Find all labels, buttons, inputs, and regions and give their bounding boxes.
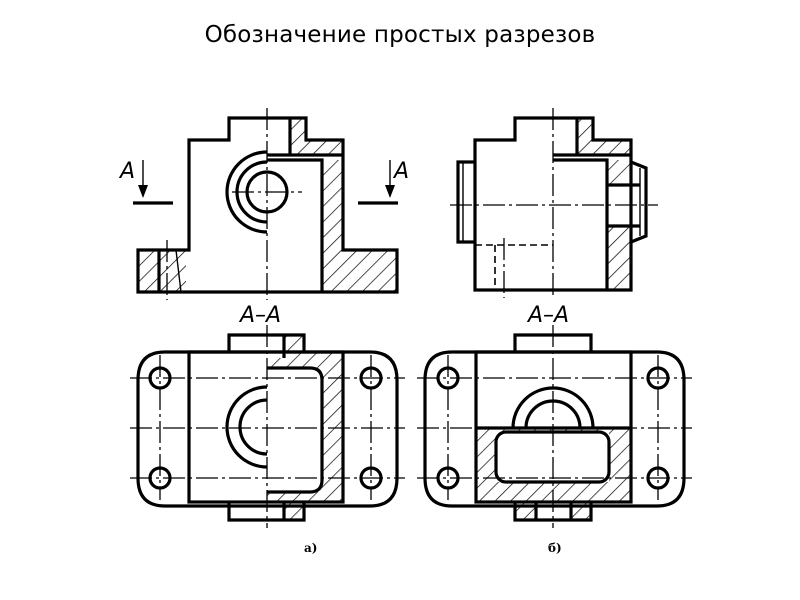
caption-a: а) [304,541,317,555]
hatched-section-b [577,118,631,290]
page-title: Обозначение простых разрезов [204,22,596,48]
part-outline-a [136,116,399,294]
section-label-a: А–А [238,303,281,328]
section-letter-left: А [118,159,135,184]
view-b-top: б) [417,325,692,555]
section-letter-right: А [392,159,409,184]
view-a-front: А А [118,108,409,300]
caption-b: б) [548,541,562,555]
view-a-top: а) [130,325,405,555]
flange-outline-a [136,350,399,508]
flange-outline-b [423,350,686,508]
section-label-b: А–А [526,303,569,328]
part-outline-b [473,116,633,292]
view-b-side [450,108,658,298]
section-mark-left: А [118,159,173,205]
section-mark-right: А [358,159,409,205]
